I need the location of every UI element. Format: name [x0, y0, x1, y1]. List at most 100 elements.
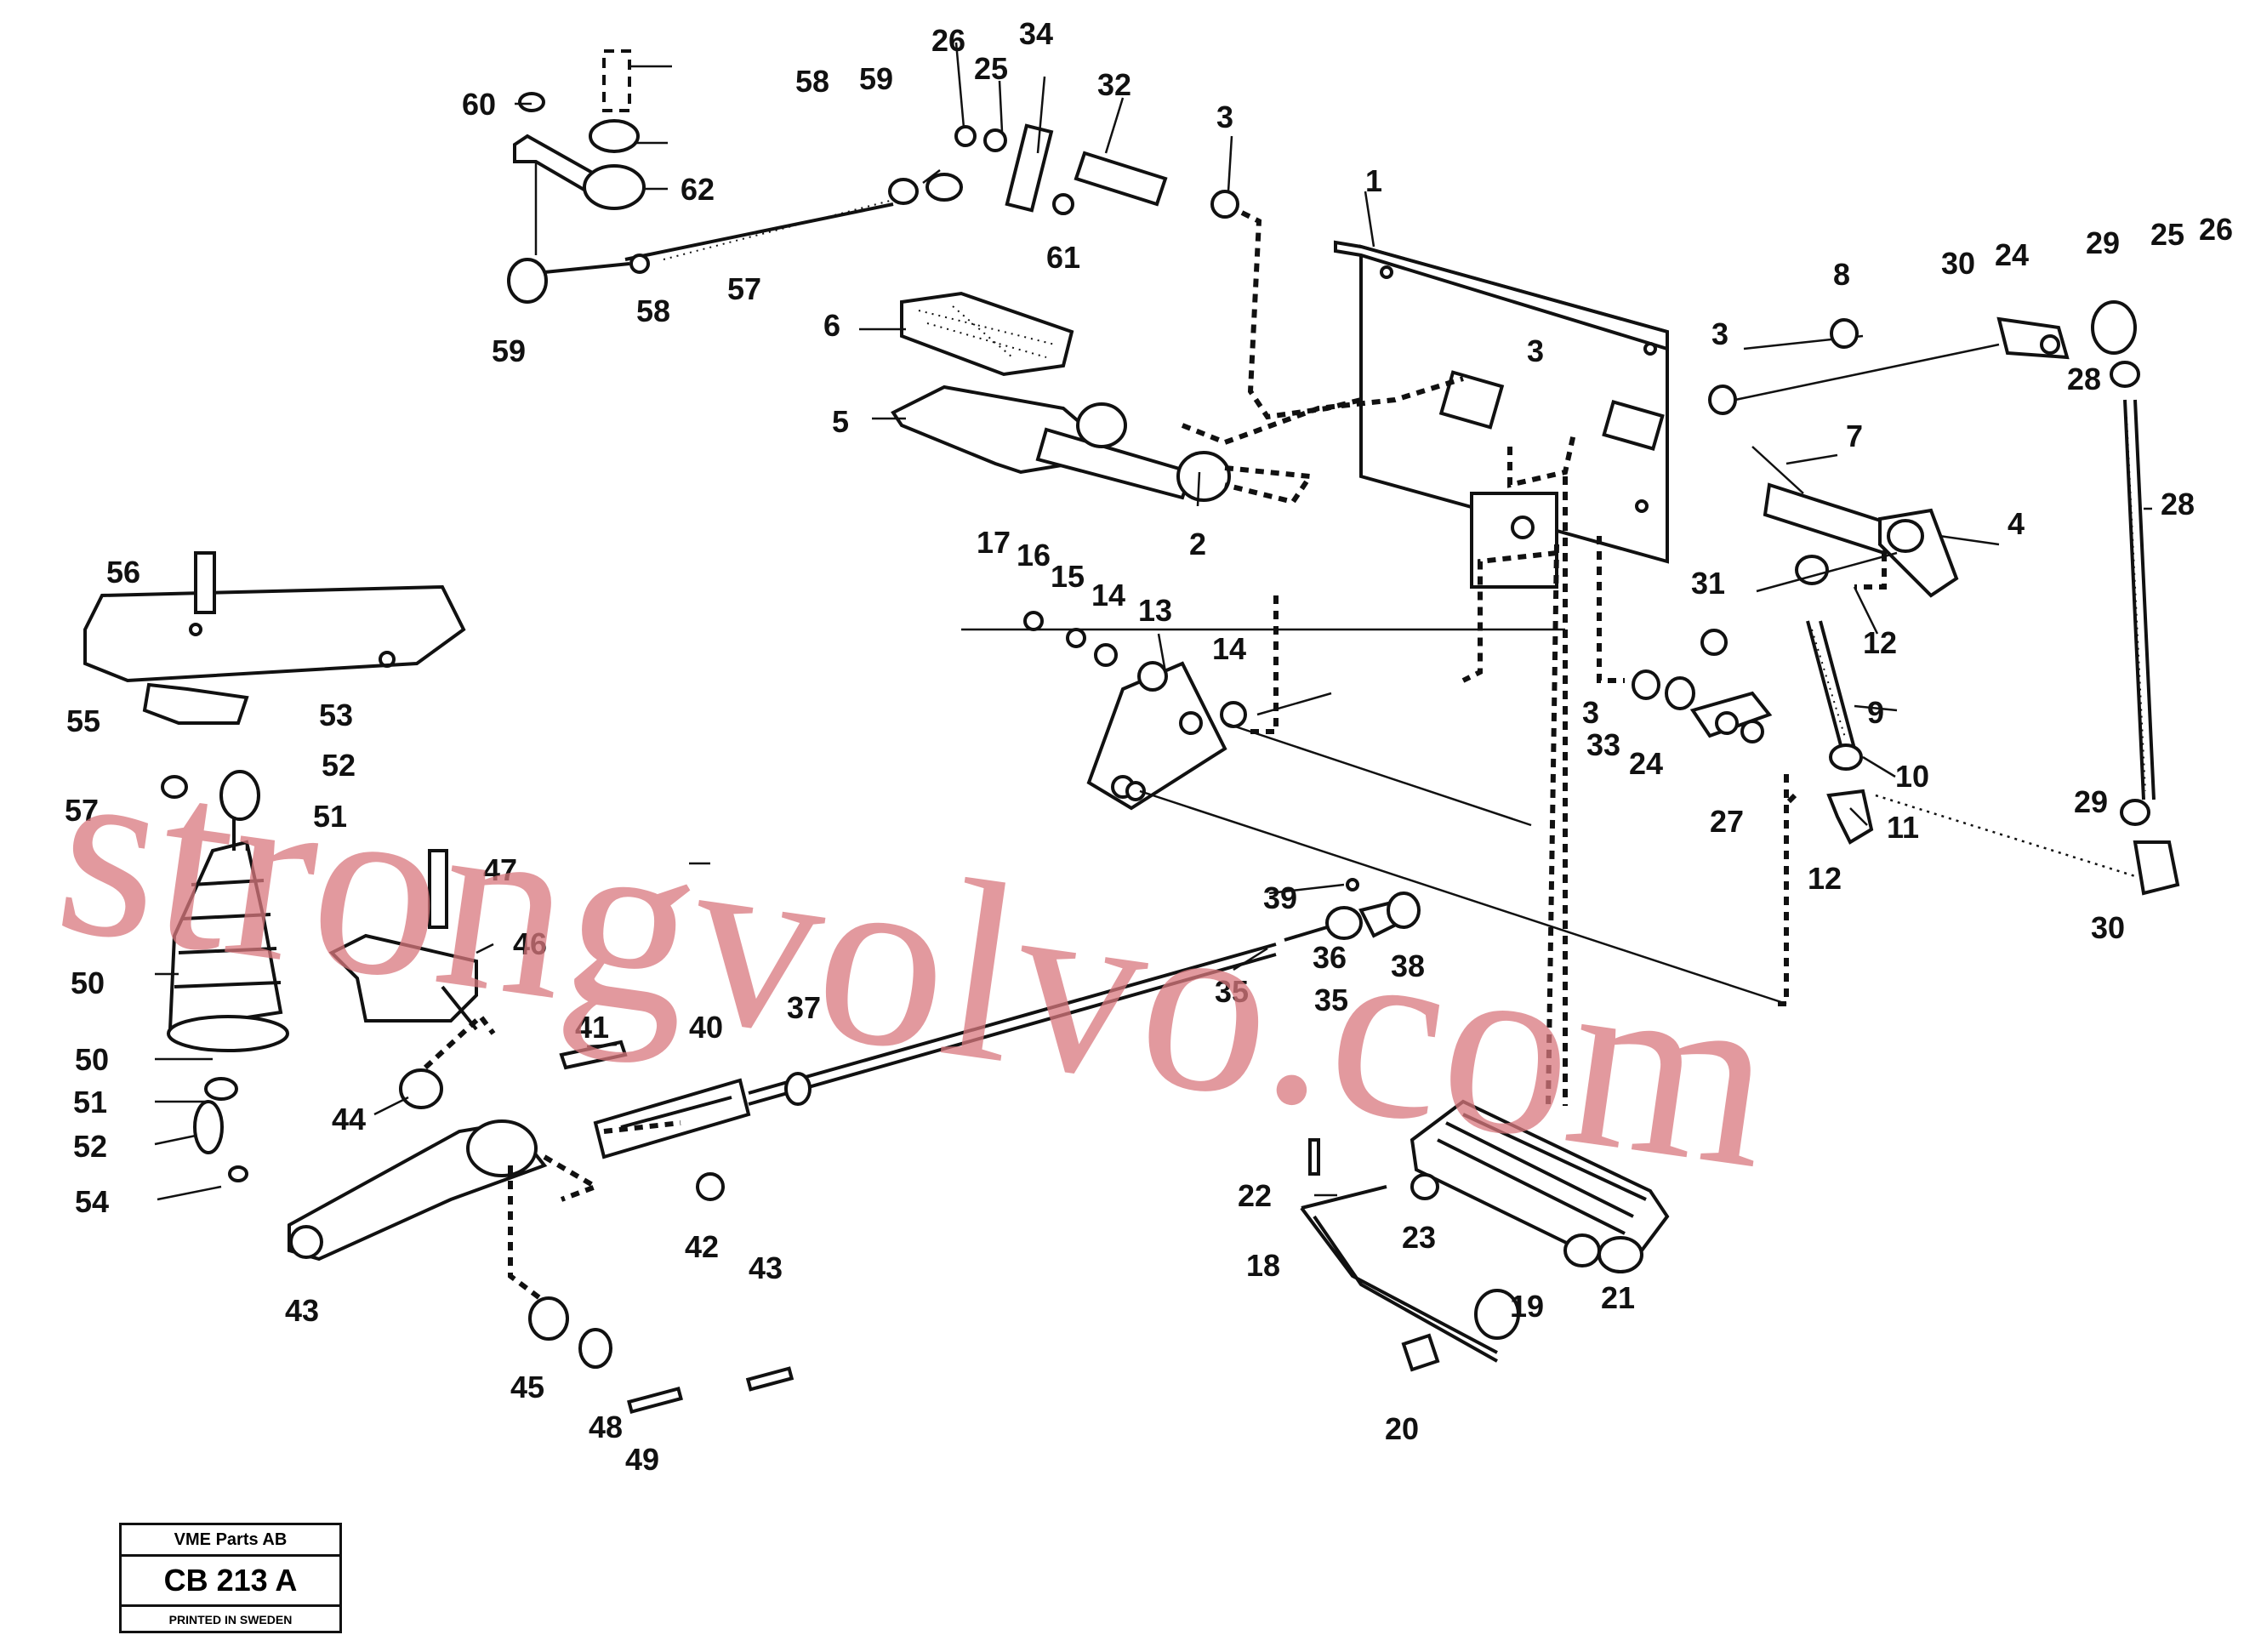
mounting-plate [1334, 240, 1669, 589]
part-number-label: 39 [1263, 880, 1297, 915]
part-number-label: 9 [1867, 695, 1884, 730]
part-number-label: 18 [1246, 1248, 1280, 1283]
part-number-label: 16 [1017, 538, 1051, 573]
part-number-label: 26 [2199, 212, 2233, 247]
title-block-company: VME Parts AB [122, 1525, 339, 1557]
part-number-label: 23 [1402, 1220, 1436, 1255]
part-number-label: 41 [575, 1010, 609, 1045]
part-number-label: 53 [319, 698, 353, 732]
title-block: VME Parts AB CB 213 A PRINTED IN SWEDEN [119, 1523, 342, 1633]
part-number-label: 29 [2074, 784, 2108, 819]
link-60 [507, 49, 963, 304]
part-number-label: 1 [1365, 163, 1382, 198]
part-number-label: 51 [313, 799, 347, 834]
part-number-label: 31 [1691, 566, 1725, 601]
part-number-labels: 1 2 3 3 3 3 4 5 6 7 8 9 10 11 12 12 13 1… [65, 16, 2233, 1477]
part-number-label: 52 [322, 748, 356, 783]
part-number-label: 8 [1833, 257, 1850, 292]
part-number-label: 59 [859, 61, 893, 96]
part-number-label: 25 [2150, 217, 2184, 252]
pedal-21 [1410, 1099, 1670, 1273]
part-number-label: 13 [1138, 593, 1172, 628]
lever-18 [1300, 1138, 1520, 1372]
part-number-label: 3 [1711, 316, 1728, 351]
part-number-label: 57 [65, 793, 99, 828]
watermark-text: strongvolvo.com [43, 703, 1788, 1222]
rubber-boot-49 [161, 770, 289, 1154]
part-number-label: 54 [75, 1184, 109, 1219]
part-number-label: 26 [931, 23, 965, 58]
part-number-label: 50 [71, 966, 105, 1000]
part-number-label: 12 [1863, 625, 1897, 660]
part-number-label: 43 [285, 1293, 319, 1328]
part-number-label: 3 [1582, 695, 1599, 730]
parts-artwork [83, 49, 2180, 1415]
part-number-label: 43 [749, 1250, 783, 1285]
part-number-label: 3 [1527, 333, 1544, 368]
part-number-label: 4 [2008, 506, 2025, 541]
part-number-label: 35 [1314, 983, 1348, 1017]
leader-lines [154, 42, 2152, 1201]
part-number-label: 14 [1091, 578, 1125, 612]
lever-42 [228, 1068, 683, 1415]
part-number-label: 28 [2067, 362, 2101, 396]
part-number-label: 24 [1629, 746, 1663, 781]
rod-34 [748, 878, 1421, 1106]
part-number-label: 55 [66, 704, 100, 738]
part-number-label: 42 [685, 1229, 719, 1264]
part-number-label: 44 [332, 1102, 366, 1136]
part-number-label: 21 [1601, 1280, 1635, 1315]
part-number-label: 58 [795, 64, 829, 99]
construction-lines [961, 551, 2136, 1005]
part-number-label: 22 [1238, 1178, 1272, 1213]
part-number-label: 7 [1846, 419, 1863, 453]
part-number-label: 37 [787, 990, 821, 1025]
bracket-44 [328, 849, 478, 1031]
part-number-label: 11 [1887, 810, 1919, 845]
part-number-label: 12 [1808, 861, 1842, 896]
part-number-label: 48 [589, 1410, 623, 1444]
console-plate [83, 551, 466, 725]
part-number-label: 59 [492, 333, 526, 368]
part-number-label: 50 [75, 1042, 109, 1077]
part-number-label: 57 [727, 271, 761, 306]
part-number-label: 35 [1215, 974, 1249, 1009]
part-number-label: 56 [106, 555, 140, 590]
part-number-label: 58 [636, 293, 670, 328]
part-number-label: 36 [1313, 940, 1347, 975]
rod-9 [1795, 555, 1874, 845]
part-number-label: 14 [1212, 631, 1246, 666]
part-number-label: 33 [1586, 727, 1620, 762]
part-number-label: 34 [1019, 16, 1053, 51]
part-number-label: 40 [689, 1010, 723, 1045]
rod-4 [1751, 446, 1959, 598]
part-number-label: 32 [1097, 67, 1131, 102]
part-number-label: 62 [681, 172, 715, 207]
pedal-pad-6 [900, 291, 1074, 377]
part-number-label: 10 [1895, 759, 1929, 794]
part-number-label: 17 [977, 525, 1011, 560]
rod-27 [1708, 300, 2180, 896]
part-number-label: 51 [73, 1085, 107, 1119]
lever-pedal-5 [891, 385, 1231, 502]
assembly-dashed-lines [423, 210, 1887, 1304]
part-number-label: 15 [1051, 559, 1085, 594]
part-number-label: 49 [625, 1442, 659, 1477]
part-number-label: 46 [513, 926, 547, 961]
part-number-label: 24 [1995, 237, 2029, 272]
part-number-label: 52 [73, 1129, 107, 1164]
title-block-code: CB 213 A [122, 1557, 339, 1607]
part-number-label: 30 [2091, 910, 2125, 945]
part-number-label: 19 [1510, 1289, 1544, 1324]
rod-31 [954, 123, 1239, 219]
part-number-label: 28 [2161, 487, 2195, 521]
part-number-label: 6 [823, 308, 840, 343]
slotted-link-38 [559, 1040, 794, 1392]
part-number-label: 60 [462, 87, 496, 122]
part-number-label: 3 [1216, 100, 1233, 134]
bracket-24-middle [1632, 629, 1773, 743]
part-number-label: 29 [2086, 225, 2120, 260]
part-number-label: 30 [1941, 246, 1975, 281]
part-number-label: 45 [510, 1370, 544, 1404]
